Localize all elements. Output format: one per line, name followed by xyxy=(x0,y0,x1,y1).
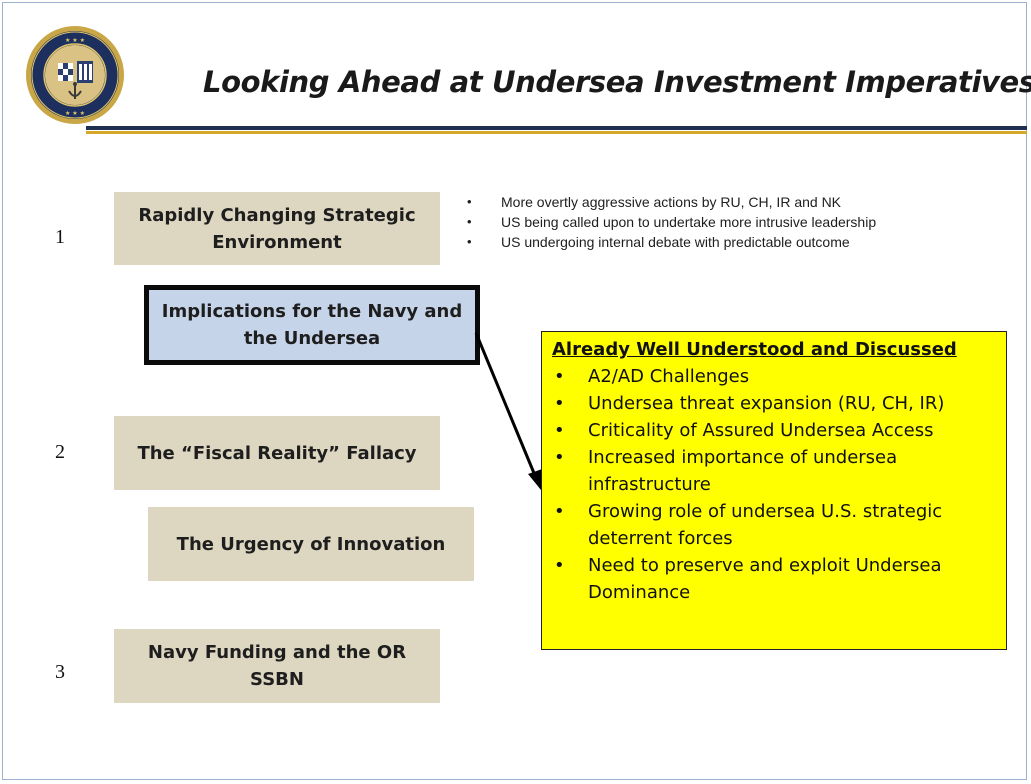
step-number-3: 3 xyxy=(55,661,65,683)
step-number-1: 1 xyxy=(55,226,65,248)
slide-title: Looking Ahead at Undersea Investment Imp… xyxy=(203,65,1031,99)
svg-text:★ ★ ★: ★ ★ ★ xyxy=(65,37,85,44)
callout-item: A2/AD Challenges xyxy=(552,363,996,390)
callout-item: Increased importance of undersea infrast… xyxy=(552,444,996,498)
box-navy-funding-label: Navy Funding and the OR SSBN xyxy=(147,642,407,690)
strategic-bullet-2: US being called upon to undertake more i… xyxy=(467,212,876,232)
callout-box: Already Well Understood and Discussed A2… xyxy=(541,331,1007,650)
strategic-bullets: More overtly aggressive actions by RU, C… xyxy=(467,192,876,252)
box-urgency-of-innovation: The Urgency of Innovation xyxy=(148,507,474,581)
box-strategic-environment: Rapidly Changing Strategic Environment xyxy=(114,192,440,265)
callout-item: Criticality of Assured Undersea Access xyxy=(552,417,996,444)
step-number-2: 2 xyxy=(55,441,65,463)
box-navy-implications: Implications for the Navy and the Unders… xyxy=(144,285,480,365)
callout-item: Need to preserve and exploit Undersea Do… xyxy=(552,552,996,606)
callout-item: Growing role of undersea U.S. strategic … xyxy=(552,498,996,552)
seal-icon: ★ ★ ★ ★ ★ ★ xyxy=(26,26,124,124)
strategic-bullet-1: More overtly aggressive actions by RU, C… xyxy=(467,192,876,212)
box-strategic-environment-label: Rapidly Changing Strategic Environment xyxy=(138,204,416,253)
box-navy-implications-label: Implications for the Navy and the Unders… xyxy=(161,301,463,349)
box-fiscal-reality: The “Fiscal Reality” Fallacy xyxy=(114,416,440,490)
title-rule-navy xyxy=(86,126,1027,130)
callout-item: Undersea threat expansion (RU, CH, IR) xyxy=(552,390,996,417)
callout-list: A2/AD Challenges Undersea threat expansi… xyxy=(552,363,996,606)
svg-text:★ ★ ★: ★ ★ ★ xyxy=(65,110,85,117)
box-navy-funding: Navy Funding and the OR SSBN xyxy=(114,629,440,703)
title-rule-gold xyxy=(86,131,1027,134)
strategic-bullet-3: US undergoing internal debate with predi… xyxy=(467,232,876,252)
callout-heading: Already Well Understood and Discussed xyxy=(552,339,957,360)
box-urgency-of-innovation-label: The Urgency of Innovation xyxy=(176,533,446,555)
box-fiscal-reality-label: The “Fiscal Reality” Fallacy xyxy=(137,442,417,464)
